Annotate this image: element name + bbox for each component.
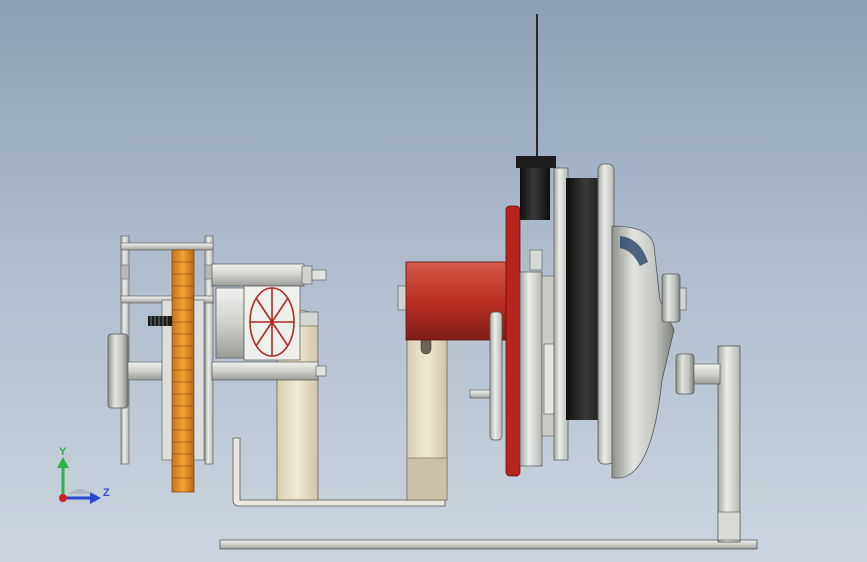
bell-housing[interactable] (611, 225, 675, 479)
red-sprocket[interactable] (505, 205, 521, 477)
orange-gear-stack[interactable] (161, 249, 205, 493)
middle-cream-bracket[interactable] (406, 311, 448, 501)
y-axis-arrow (57, 457, 69, 468)
black-sensor-cylinder[interactable] (516, 156, 556, 220)
right-bolt-upper[interactable] (661, 273, 687, 323)
left-hub-disk[interactable] (107, 333, 163, 409)
upper-left-shaft[interactable] (211, 263, 327, 287)
left-bearing-housing[interactable] (215, 285, 319, 361)
gear-teeth (172, 261, 194, 479)
coordinate-triad: Y Z (57, 446, 110, 504)
z-axis-arrow (90, 492, 101, 504)
base-plate[interactable] (219, 539, 758, 550)
vertical-plate[interactable] (553, 167, 569, 461)
bottom-bent-bracket[interactable] (232, 437, 446, 507)
red-drum[interactable] (397, 261, 507, 341)
red-spoke-wheel (249, 287, 295, 357)
right-bolt-lower[interactable] (675, 353, 721, 395)
spring-screw[interactable] (148, 316, 172, 326)
x-axis-dot (59, 494, 67, 502)
right-support-bracket[interactable] (717, 345, 741, 543)
z-axis-label: Z (103, 487, 110, 499)
y-axis-label: Y (59, 446, 67, 458)
round-plate[interactable] (489, 311, 503, 441)
lower-left-shaft[interactable] (211, 361, 327, 381)
